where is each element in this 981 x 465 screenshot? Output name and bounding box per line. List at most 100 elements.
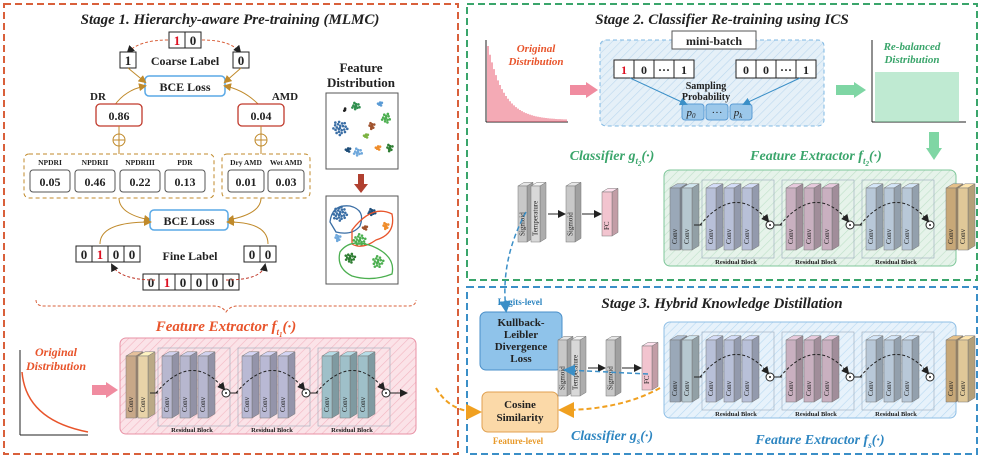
residual-block-frame [861, 179, 935, 259]
scatter-point [340, 214, 343, 218]
layer-block [723, 187, 735, 251]
scatter-point [344, 254, 348, 257]
minibatch-cell-value: 1 [681, 63, 687, 77]
scatter-point [359, 149, 362, 152]
student-logits-arrow [563, 364, 649, 377]
scatter-point [345, 213, 349, 217]
scatter-point [343, 216, 346, 220]
layer-block [821, 187, 833, 251]
feature-scatter-after [329, 205, 394, 280]
layer-label: Conv [867, 380, 875, 396]
scatter-point [337, 213, 341, 217]
layer-block [179, 355, 191, 419]
amd-subclass-name: Dry AMD [230, 158, 262, 167]
scatter-point [380, 118, 384, 121]
scatter-point [335, 239, 339, 243]
label-cell-value: 0 [249, 247, 256, 262]
layer-label: Conv [787, 380, 795, 396]
amd-value: 0.04 [251, 109, 272, 123]
stage2-original-dist-1: Original [517, 43, 556, 55]
scatter-point [388, 118, 392, 121]
scatter-point [334, 128, 337, 132]
scatter-point [383, 221, 386, 225]
scatter-point [376, 102, 380, 105]
layer-label: Conv [885, 228, 893, 244]
layer-block [565, 185, 576, 243]
amd-subclass-name: Wet AMD [270, 158, 303, 167]
layer-label: Conv [243, 396, 251, 412]
scatter-point [347, 257, 351, 261]
layer-block [530, 185, 541, 243]
label-cell-value: 0 [113, 247, 120, 262]
layer-label: Temperature [572, 355, 580, 390]
probability-boxes: p0 ··· pk [681, 103, 753, 121]
layer-block [957, 187, 969, 251]
residual-block-frame [781, 331, 855, 411]
scatter-point [338, 133, 342, 137]
residual-block-frame [701, 179, 775, 259]
fine-label: Fine Label [162, 249, 218, 263]
rebalanced-histogram [871, 40, 966, 123]
layer-label: Conv [947, 380, 955, 396]
label-cell-value: 0 [129, 247, 136, 262]
scatter-point [376, 145, 380, 148]
dr-subclass-value: 0.13 [175, 175, 196, 189]
scatter-point [369, 127, 373, 131]
layer-block [957, 339, 969, 403]
layer-block [241, 355, 253, 419]
scatter-point [374, 257, 378, 260]
scatter-point [378, 145, 382, 148]
dr-subclass-box [29, 169, 71, 193]
sampling-probability-1: Sampling [686, 81, 727, 92]
layer-block [803, 187, 815, 251]
layer-label: Sigmoid [607, 366, 615, 390]
layer-block [161, 355, 173, 419]
scatter-point [335, 233, 338, 237]
scatter-point [343, 130, 347, 134]
scatter-point [343, 211, 347, 215]
layer-block [357, 355, 369, 419]
dr-label: DR [90, 91, 107, 103]
layer-label: Sigmoid [519, 212, 527, 236]
svg-text:Kullback-: Kullback- [497, 317, 544, 329]
minibatch-cell-value: 1 [803, 63, 809, 77]
layer-label: Conv [947, 228, 955, 244]
scatter-point [332, 213, 336, 216]
layer-block [125, 355, 137, 419]
scatter-point [356, 235, 360, 238]
residual-block-frame [781, 179, 855, 259]
bce-loss-top-label: BCE Loss [159, 80, 210, 94]
scatter-point [340, 217, 343, 221]
layer-label: Conv [683, 380, 691, 396]
amd-label: AMD [272, 91, 298, 103]
layer-label: Temperature [532, 201, 540, 236]
stage1-brace [35, 299, 417, 313]
scatter-point [337, 216, 341, 219]
scatter-point [352, 152, 356, 155]
scatter-point [379, 104, 383, 107]
scatter-point [365, 225, 369, 229]
rebalanced-2: Distribution [883, 54, 939, 66]
scatter-point [338, 235, 342, 238]
scatter-point [353, 150, 357, 153]
coarse-left-value: 1 [125, 53, 132, 68]
label-cell-value: 0 [228, 275, 235, 290]
scatter-point [361, 226, 365, 229]
scatter-point [332, 127, 335, 130]
minibatch-cell-value: 0 [743, 63, 749, 77]
dr-subclass-box [119, 169, 161, 193]
layer-label: Conv [903, 228, 911, 244]
scatter-point [379, 258, 383, 262]
layer-label: Conv [823, 380, 831, 396]
scatter-point [346, 253, 350, 257]
scatter-point [352, 239, 356, 242]
layer-block [641, 345, 653, 391]
scatter-point [373, 265, 377, 268]
dr-subclass-name: PDR [177, 158, 193, 167]
scatter-point [387, 149, 391, 153]
scatter-point [373, 260, 377, 263]
scatter-point [334, 236, 337, 239]
scatter-point [356, 148, 360, 152]
